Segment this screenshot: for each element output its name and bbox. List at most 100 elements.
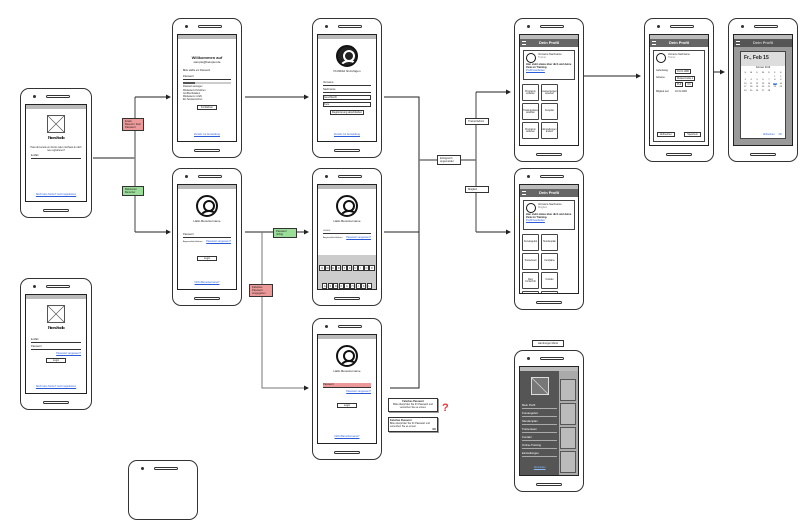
calendar-day[interactable]: 1 [774,75,776,78]
calendar-day[interactable]: 18 [749,86,753,88]
dashboard-tile[interactable]: Kursplan [541,103,558,120]
dashboard-tile[interactable]: Programm erstellen [522,84,539,101]
keyboard-key[interactable]: I [358,265,364,271]
keyboard-key[interactable]: A [322,283,328,289]
dashboard-tile[interactable]: Stundenplan [541,234,558,251]
calendar-day[interactable]: 19 [755,86,759,88]
password-field[interactable]: Passwort [183,233,231,238]
hamburger-menu-icon[interactable] [522,191,526,195]
birthday-field[interactable]: 01.01.1990 [675,69,691,74]
dashboard-tile[interactable]: Kursangebot [522,234,539,251]
calendar-day[interactable]: 3 [744,79,746,81]
calendar-day[interactable]: 6 [762,79,764,81]
keyboard-key[interactable]: J [355,283,361,289]
city-field[interactable]: Ort [685,82,693,87]
calendar-day[interactable]: 27 [761,89,765,92]
calendar-day[interactable]: 8 [774,79,776,81]
calendar-day[interactable]: 9 [780,79,782,81]
register-link[interactable]: Noch kein Konto? Jetzt registrieren [35,385,77,388]
dashboard-tile[interactable]: Trainingspläne ansehen [522,103,539,120]
forgot-password-link[interactable]: Passwort vergessen? [346,236,371,239]
ok-button[interactable]: OK [778,133,782,136]
password-field-error[interactable]: Passwort [323,383,371,388]
keyboard-key[interactable]: Q [319,265,325,271]
calendar-day[interactable]: 16 [779,82,782,85]
login-button[interactable]: Login [197,256,217,261]
menu-item[interactable]: Einstellungen [522,449,558,457]
calendar-day[interactable]: 4 [750,79,752,81]
last-name-field[interactable]: Nachname [323,88,371,93]
keyboard-key[interactable]: L [366,283,372,289]
calendar-day[interactable]: 24 [743,89,747,92]
calendar-day[interactable]: 26 [755,89,759,92]
calendar-day[interactable]: 7 [768,79,770,81]
dashboard-tile[interactable]: Trainerteam [522,253,539,270]
logout-link[interactable]: Abmelden [533,466,546,469]
continue-button[interactable]: Fortfahren [197,105,217,110]
first-name-field[interactable]: Vorname [323,81,371,86]
calendar-day[interactable]: 5 [756,79,758,81]
keyboard-key[interactable]: H [349,283,356,289]
menu-item[interactable]: Online-Training [522,441,558,449]
forgot-password-link[interactable]: Passwort vergessen? [56,352,81,355]
back-to-login-link[interactable]: Zurück zur Anmeldung [334,133,360,136]
password-field[interactable]: •••••••• [323,229,371,234]
calendar-day[interactable]: 22 [773,86,777,88]
edit-profile-link[interactable]: Profil bearbeiten [526,219,545,222]
save-button[interactable]: Speichern [684,132,701,137]
calendar-day[interactable]: 20 [761,86,765,88]
gender-select[interactable]: Geschlecht [323,95,371,100]
complete-registration-button[interactable]: Registrierung abschließen [330,110,364,115]
dashboard-tile[interactable]: Mein Fortschritt [522,272,539,289]
cancel-button[interactable]: Abbrechen [657,132,675,137]
menu-item[interactable]: Trainerteam [522,425,558,433]
keyboard-key[interactable]: U [352,265,358,271]
keyboard-key[interactable]: F [338,283,345,289]
keyboard-key[interactable]: S [327,283,333,289]
calendar-day[interactable]: 23 [779,86,782,88]
keyboard-key[interactable]: O [363,265,370,271]
email-field[interactable]: E-Mail [31,154,81,159]
calendar-day[interactable]: 12 [755,82,759,85]
hamburger-menu-icon[interactable] [522,41,526,45]
keyboard-key[interactable]: P [369,265,375,271]
menu-item[interactable]: Kontakt [522,433,558,441]
login-button[interactable]: Login [337,403,357,408]
cancel-button[interactable]: Abbrechen [762,133,775,136]
keyboard-key[interactable]: D [333,283,339,289]
keyboard-key[interactable]: T [341,265,347,271]
calendar-day[interactable]: 28 [767,89,771,92]
calendar-day[interactable]: 21 [767,86,771,88]
menu-item[interactable]: Stundenplan [522,417,558,425]
show-password-checkbox[interactable]: Passwort anzeigen [183,86,203,88]
menu-item[interactable]: Mein Profil [522,401,558,409]
password-field[interactable]: Passwort [183,75,231,80]
keyboard-key[interactable]: E [330,265,336,271]
calendar-day[interactable]: 15 [772,82,778,85]
keyboard-key[interactable]: R [336,265,342,271]
login-button[interactable]: Login [46,358,66,363]
calendar-day[interactable]: 13 [761,82,765,85]
hamburger-menu-icon[interactable] [652,41,656,45]
add-photo-icon[interactable] [336,45,358,67]
remember-me-checkbox[interactable]: Angemeldet bleiben [183,241,203,243]
calendar-day[interactable]: 17 [743,86,747,88]
back-to-login-link[interactable]: Zurück zur Anmeldung [194,133,220,136]
password-field[interactable]: Passwort [31,345,81,350]
dashboard-tile[interactable]: Kontakt [541,272,558,289]
keyboard-key[interactable]: W [324,265,331,271]
zip-field[interactable]: PLZ [675,82,684,87]
not-user-link[interactable]: Nicht Benutzername? [194,281,220,284]
forgot-password-link[interactable]: Passwort vergessen? [346,390,371,393]
dashboard-tile[interactable]: Auswertungen ansehen [541,84,558,101]
calendar-day[interactable]: 14 [767,82,771,85]
remember-me-checkbox[interactable]: Angemeldet bleiben [323,237,343,239]
register-link[interactable]: Noch kein Konto? Jetzt registrieren [35,193,77,196]
dashboard-tile[interactable]: Einstellungen [541,291,558,293]
forgot-password-link[interactable]: Passwort vergessen? [206,240,231,243]
note-ok-button[interactable]: OK [432,428,436,431]
keyboard-key[interactable]: G [344,283,350,289]
calendar-day[interactable]: 2 [780,75,782,78]
address-field[interactable]: Musterstraße 1 [675,76,696,81]
edit-profile-link[interactable]: Profil bearbeiten [526,69,545,72]
